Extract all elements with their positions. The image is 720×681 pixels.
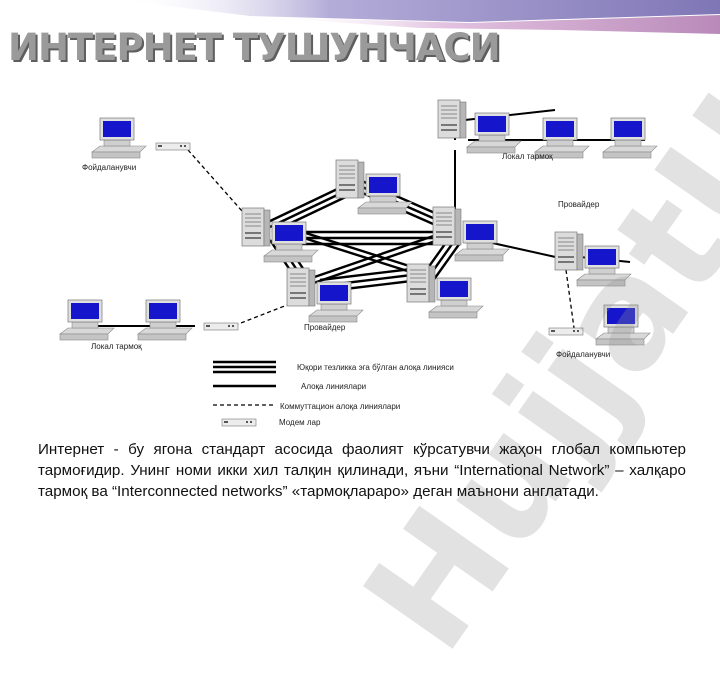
legend-symbols [213,360,276,427]
local-net-pc-1 [466,112,522,154]
body-paragraph: Интернет - бу ягона стандарт асосида фао… [38,441,686,500]
user-computer-top-left [91,117,147,159]
legend-label-switched: Коммуттацион алоқа линиялари [280,402,401,411]
provider-node-bottom-right [407,264,483,318]
header-band-upper [120,0,720,22]
label-user-bottom-right: Фойдаланувчи [556,350,611,359]
provider-node-top [336,160,412,214]
network-diagram [59,0,720,427]
header-band-lower [260,15,720,34]
legend-label-modems: Модем лар [279,418,321,427]
label-local-net-top-right: Локал тармоқ [502,152,553,161]
local-net-bottom-pc-1 [59,299,115,341]
local-net-server [437,99,467,139]
local-net-bottom-pc-2 [137,299,193,341]
legend-label-high-speed: Юқори тезликка эга бўлган алоқа линияси [297,363,454,372]
label-user-top-left: Фойдаланувчи [82,163,137,172]
label-local-net-bottom-left: Локал тармоқ [91,342,142,351]
modem-bottom-left [203,322,239,331]
modem-top-left [155,142,191,151]
legend-label-links: Алоқа линиялари [301,382,367,391]
slide-title: ИНТЕРНЕТ ТУШУНЧАСИ [8,26,501,69]
slide: HujjatUz ИНТЕРНЕТ ТУШУНЧАСИ Фойдаланувчи… [8,0,720,681]
label-provider-right: Провайдер [558,200,600,209]
label-provider-center: Провайдер [304,323,346,332]
